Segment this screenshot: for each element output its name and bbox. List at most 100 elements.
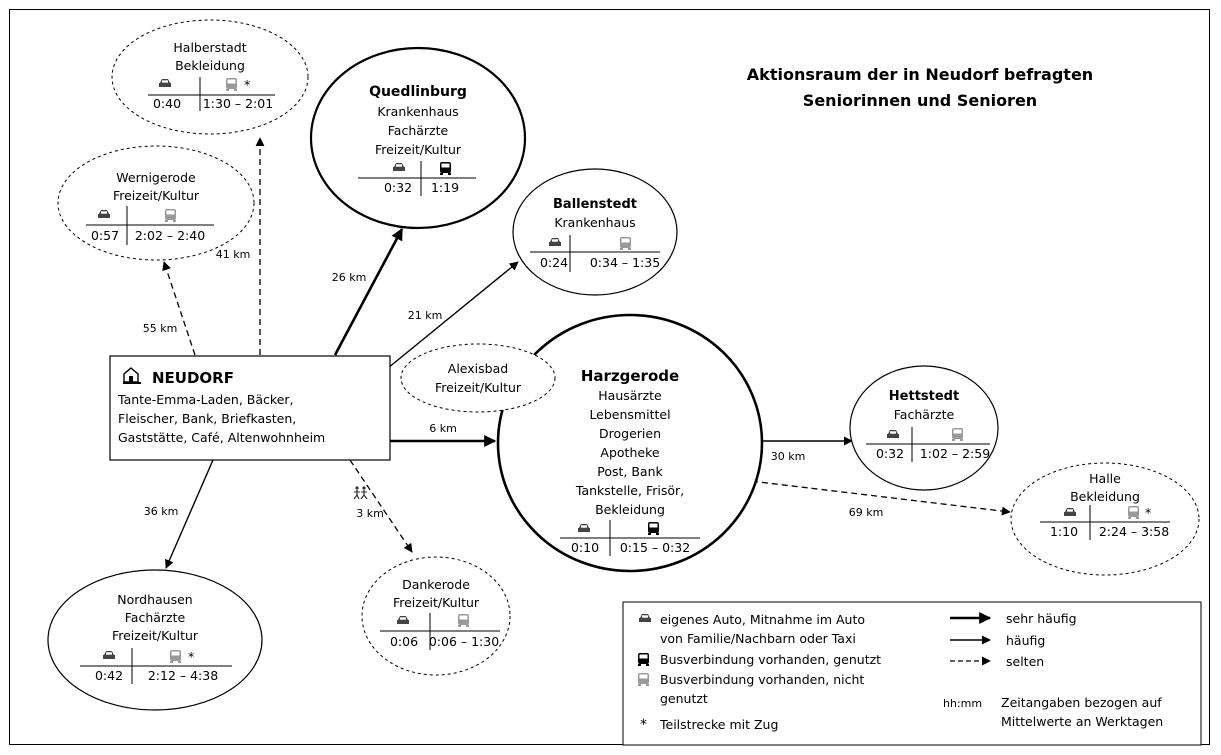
service-label: Drogerien — [599, 426, 661, 441]
bus-unused-icon — [458, 614, 469, 627]
train-marker: * — [188, 649, 194, 664]
route-halle — [741, 479, 1011, 516]
node-harzgerode: Harzgerode Hausärzte Lebensmittel Droger… — [496, 313, 764, 573]
city-name: Halle — [1089, 471, 1121, 486]
car-icon — [397, 616, 409, 624]
distance-quedlinburg: 26 km — [332, 271, 367, 284]
car-icon — [887, 430, 899, 438]
service-label: Fachärzte — [388, 123, 449, 138]
car-icon — [549, 238, 561, 246]
service-label: Freizeit/Kultur — [375, 142, 462, 157]
neudorf-box: NEUDORF Tante-Emma-Laden, Bäcker, Fleisc… — [109, 355, 391, 461]
neudorf-services-line1: Tante-Emma-Laden, Bäcker, — [117, 392, 294, 407]
bus-used-icon — [440, 162, 451, 175]
service-label: Fachärzte — [125, 610, 186, 625]
car-time: 0:32 — [876, 446, 904, 461]
distance-harzgerode: 6 km — [429, 422, 457, 435]
diagram-title-line2: Seniorinnen und Senioren — [803, 91, 1037, 110]
node-quedlinburg: Quedlinburg Krankenhaus Fachärzte Freize… — [309, 46, 527, 230]
service-label: Freizeit/Kultur — [393, 595, 480, 610]
car-icon — [98, 210, 110, 218]
route-ballenstedt — [387, 261, 519, 369]
car-icon — [159, 79, 171, 87]
city-name: Halberstadt — [173, 40, 246, 55]
node-ballenstedt: Ballenstedt Krankenhaus 0:24 0:34 – 1:35 — [512, 168, 678, 296]
distance-halle: 69 km — [849, 506, 884, 519]
service-label: Apotheke — [600, 445, 659, 460]
walking-people-icon — [353, 486, 368, 500]
bus-used-icon — [638, 653, 649, 666]
bus-unused-icon — [226, 78, 237, 91]
bus-time: 2:02 – 2:40 — [135, 228, 205, 243]
legend-frequent: häufig — [1006, 633, 1045, 648]
car-icon — [578, 524, 590, 532]
node-halle: Halle Bekleidung * 1:10 2:24 – 3:58 — [1010, 462, 1200, 576]
car-icon — [103, 651, 115, 659]
distance-halberstadt: 41 km — [216, 248, 251, 261]
legend-car-line1: eigenes Auto, Mitnahme im Auto — [660, 612, 865, 627]
route-dankerode — [349, 459, 413, 553]
node-halberstadt: Halberstadt Bekleidung * 0:40 1:30 – 2:0… — [111, 19, 309, 135]
legend-rare: selten — [1006, 654, 1044, 669]
car-time: 0:32 — [384, 180, 412, 195]
car-time: 0:06 — [390, 634, 418, 649]
bus-unused-icon — [170, 650, 181, 663]
car-time: 1:10 — [1050, 524, 1078, 539]
neudorf-services-line2: Fleischer, Bank, Briefkasten, — [118, 411, 296, 426]
service-label: Freizeit/Kultur — [113, 188, 200, 203]
service-label: Krankenhaus — [554, 215, 635, 230]
bus-unused-icon — [952, 428, 963, 441]
bus-time: 2:24 – 3:58 — [1099, 524, 1169, 539]
city-name: Harzgerode — [581, 367, 679, 385]
route-quedlinburg — [333, 227, 404, 356]
legend-very-frequent: sehr häufig — [1006, 611, 1077, 626]
service-label: Fachärzte — [894, 407, 955, 422]
service-label: Tankstelle, Frisör, — [575, 483, 684, 498]
bus-unused-icon — [620, 237, 631, 250]
bus-used-icon — [648, 522, 659, 535]
car-time: 0:10 — [571, 540, 599, 555]
train-marker: * — [244, 77, 250, 92]
route-wernigerode — [162, 261, 196, 356]
car-icon — [639, 614, 651, 622]
city-name: Wernigerode — [116, 170, 196, 185]
legend-bus-unused-line1: Busverbindung vorhanden, nicht — [660, 672, 864, 687]
node-dankerode: Dankerode Freizeit/Kultur 0:06 0:06 – 1:… — [361, 556, 511, 676]
service-label: Freizeit/Kultur — [435, 380, 522, 395]
city-name: Hettstedt — [889, 389, 959, 404]
city-name: Nordhausen — [117, 592, 192, 607]
distance-wernigerode: 55 km — [143, 322, 178, 335]
legend: eigenes Auto, Mitnahme im Auto von Famil… — [622, 601, 1202, 746]
distance-nordhausen: 36 km — [144, 505, 179, 518]
car-time: 0:57 — [91, 228, 119, 243]
legend-bus-unused-line2: genutzt — [660, 691, 708, 706]
legend-car-line2: von Familie/Nachbarn oder Taxi — [660, 631, 856, 646]
diagram-title-line1: Aktionsraum der in Neudorf befragten — [747, 65, 1093, 84]
neudorf-services-line3: Gaststätte, Café, Altenwohnheim — [118, 430, 325, 445]
legend-time-note-line1: Zeitangaben bezogen auf — [1001, 695, 1162, 710]
city-name: Ballenstedt — [553, 197, 637, 212]
city-name: Alexisbad — [448, 361, 508, 376]
distance-ballenstedt: 21 km — [408, 309, 443, 322]
bus-time: 0:34 – 1:35 — [590, 255, 660, 270]
node-wernigerode: Wernigerode Freizeit/Kultur 0:57 2:02 – … — [57, 145, 255, 261]
node-nordhausen: Nordhausen Fachärzte Freizeit/Kultur * 0… — [47, 569, 263, 711]
home-icon — [123, 367, 141, 384]
distance-dankerode: 3 km — [356, 507, 384, 520]
legend-time-format: hh:mm — [943, 697, 982, 710]
service-label: Bekleidung — [1070, 489, 1140, 504]
bus-time: 1:19 — [431, 180, 459, 195]
bus-time: 0:15 – 0:32 — [620, 540, 690, 555]
distance-hettstedt: 30 km — [771, 450, 806, 463]
service-label: Lebensmittel — [589, 407, 670, 422]
car-icon — [393, 163, 405, 171]
service-label: Bekleidung — [175, 58, 245, 73]
bus-unused-icon — [1128, 506, 1139, 519]
service-label: Bekleidung — [595, 502, 665, 517]
service-label: Hausärzte — [598, 388, 662, 403]
neudorf-title: NEUDORF — [152, 369, 234, 387]
bus-unused-icon — [165, 209, 176, 222]
legend-train: Teilstrecke mit Zug — [659, 717, 778, 732]
node-alexisbad: Alexisbad Freizeit/Kultur — [400, 343, 556, 413]
